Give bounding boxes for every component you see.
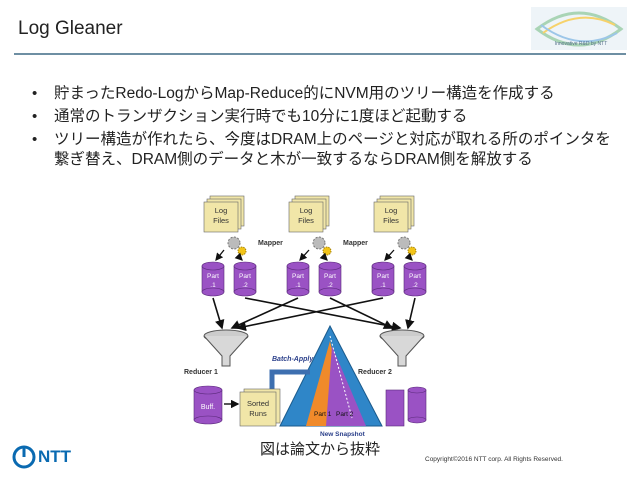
log-files-label: Files: [298, 216, 314, 225]
log-files-2: Log Files: [288, 195, 330, 233]
sorted-runs: [239, 388, 281, 427]
log-files-3: Log Files: [373, 195, 415, 233]
part-label: Part: [207, 273, 219, 280]
part-label: .1: [210, 282, 216, 289]
part-cylinders: [201, 261, 427, 297]
bullet-item: 通常のトランザクション実行時でも10分に1度ほど起動する: [32, 107, 622, 127]
bullet-item: ツリー構造が作れたら、今度はDRAM上のページと対応が取れる所のポインタを繋ぎ替…: [32, 130, 622, 170]
part-label: .2: [242, 282, 248, 289]
part-label: Part: [377, 273, 389, 280]
reducer-funnel-2: [379, 329, 425, 367]
part-label: .2: [327, 282, 333, 289]
part-label: .1: [295, 282, 301, 289]
part-label: Part: [409, 273, 421, 280]
reducer2-label: Reducer 2: [358, 369, 392, 376]
ntt-logo: NTT: [12, 444, 76, 470]
sorted-runs-label: Sorted: [247, 399, 269, 408]
part1-label: Part 1: [314, 411, 332, 418]
part-label: Part: [239, 273, 251, 280]
log-files-label: Files: [213, 216, 229, 225]
innovation-logo-caption: Innovative R&D by NTT: [554, 41, 608, 47]
bullet-item: 貯まったRedo-LogからMap-Reduce的にNVM用のツリー構造を作成す…: [32, 84, 622, 104]
part2-label: Part 2: [336, 411, 354, 418]
log-gleaner-diagram: Log Files Log Files Log Files Mapper Map…: [184, 195, 427, 438]
mapper-label: Mapper: [343, 240, 368, 247]
log-files-label: Files: [383, 216, 399, 225]
part-label: Part: [292, 273, 304, 280]
reducer-funnel-1: [203, 329, 249, 367]
log-files-label: Log: [215, 206, 228, 215]
snapshot-tree: [279, 324, 383, 427]
mapper-label: Mapper: [258, 240, 283, 247]
sorted-runs-label: Runs: [249, 409, 267, 418]
part-label: Part: [324, 273, 336, 280]
innovation-logo: [531, 7, 627, 50]
new-snapshot-label: New Snapshot: [320, 431, 366, 438]
buffer-cylinder: [193, 385, 223, 425]
batch-apply-label: Batch-Apply: [272, 356, 314, 363]
title-rule: [14, 53, 626, 55]
copyright-text: Copyright©2016 NTT corp. All Rights Rese…: [425, 456, 563, 463]
ntt-logo-text: NTT: [38, 447, 72, 466]
figure-caption: 図は論文から抜粋: [258, 438, 383, 459]
log-files-label: Log: [300, 206, 313, 215]
log-files-1: Log Files: [203, 195, 245, 233]
bullet-list: 貯まったRedo-LogからMap-Reduce的にNVM用のツリー構造を作成す…: [32, 84, 622, 173]
part-label: .1: [380, 282, 386, 289]
reducer2-output: [385, 386, 427, 427]
gear-icon: [227, 236, 417, 256]
log-files-label: Log: [385, 206, 398, 215]
reducer1-label: Reducer 1: [184, 369, 218, 376]
buff-label: Buff.: [201, 404, 215, 411]
slide-title: Log Gleaner: [18, 18, 123, 39]
part-label: .2: [412, 282, 418, 289]
